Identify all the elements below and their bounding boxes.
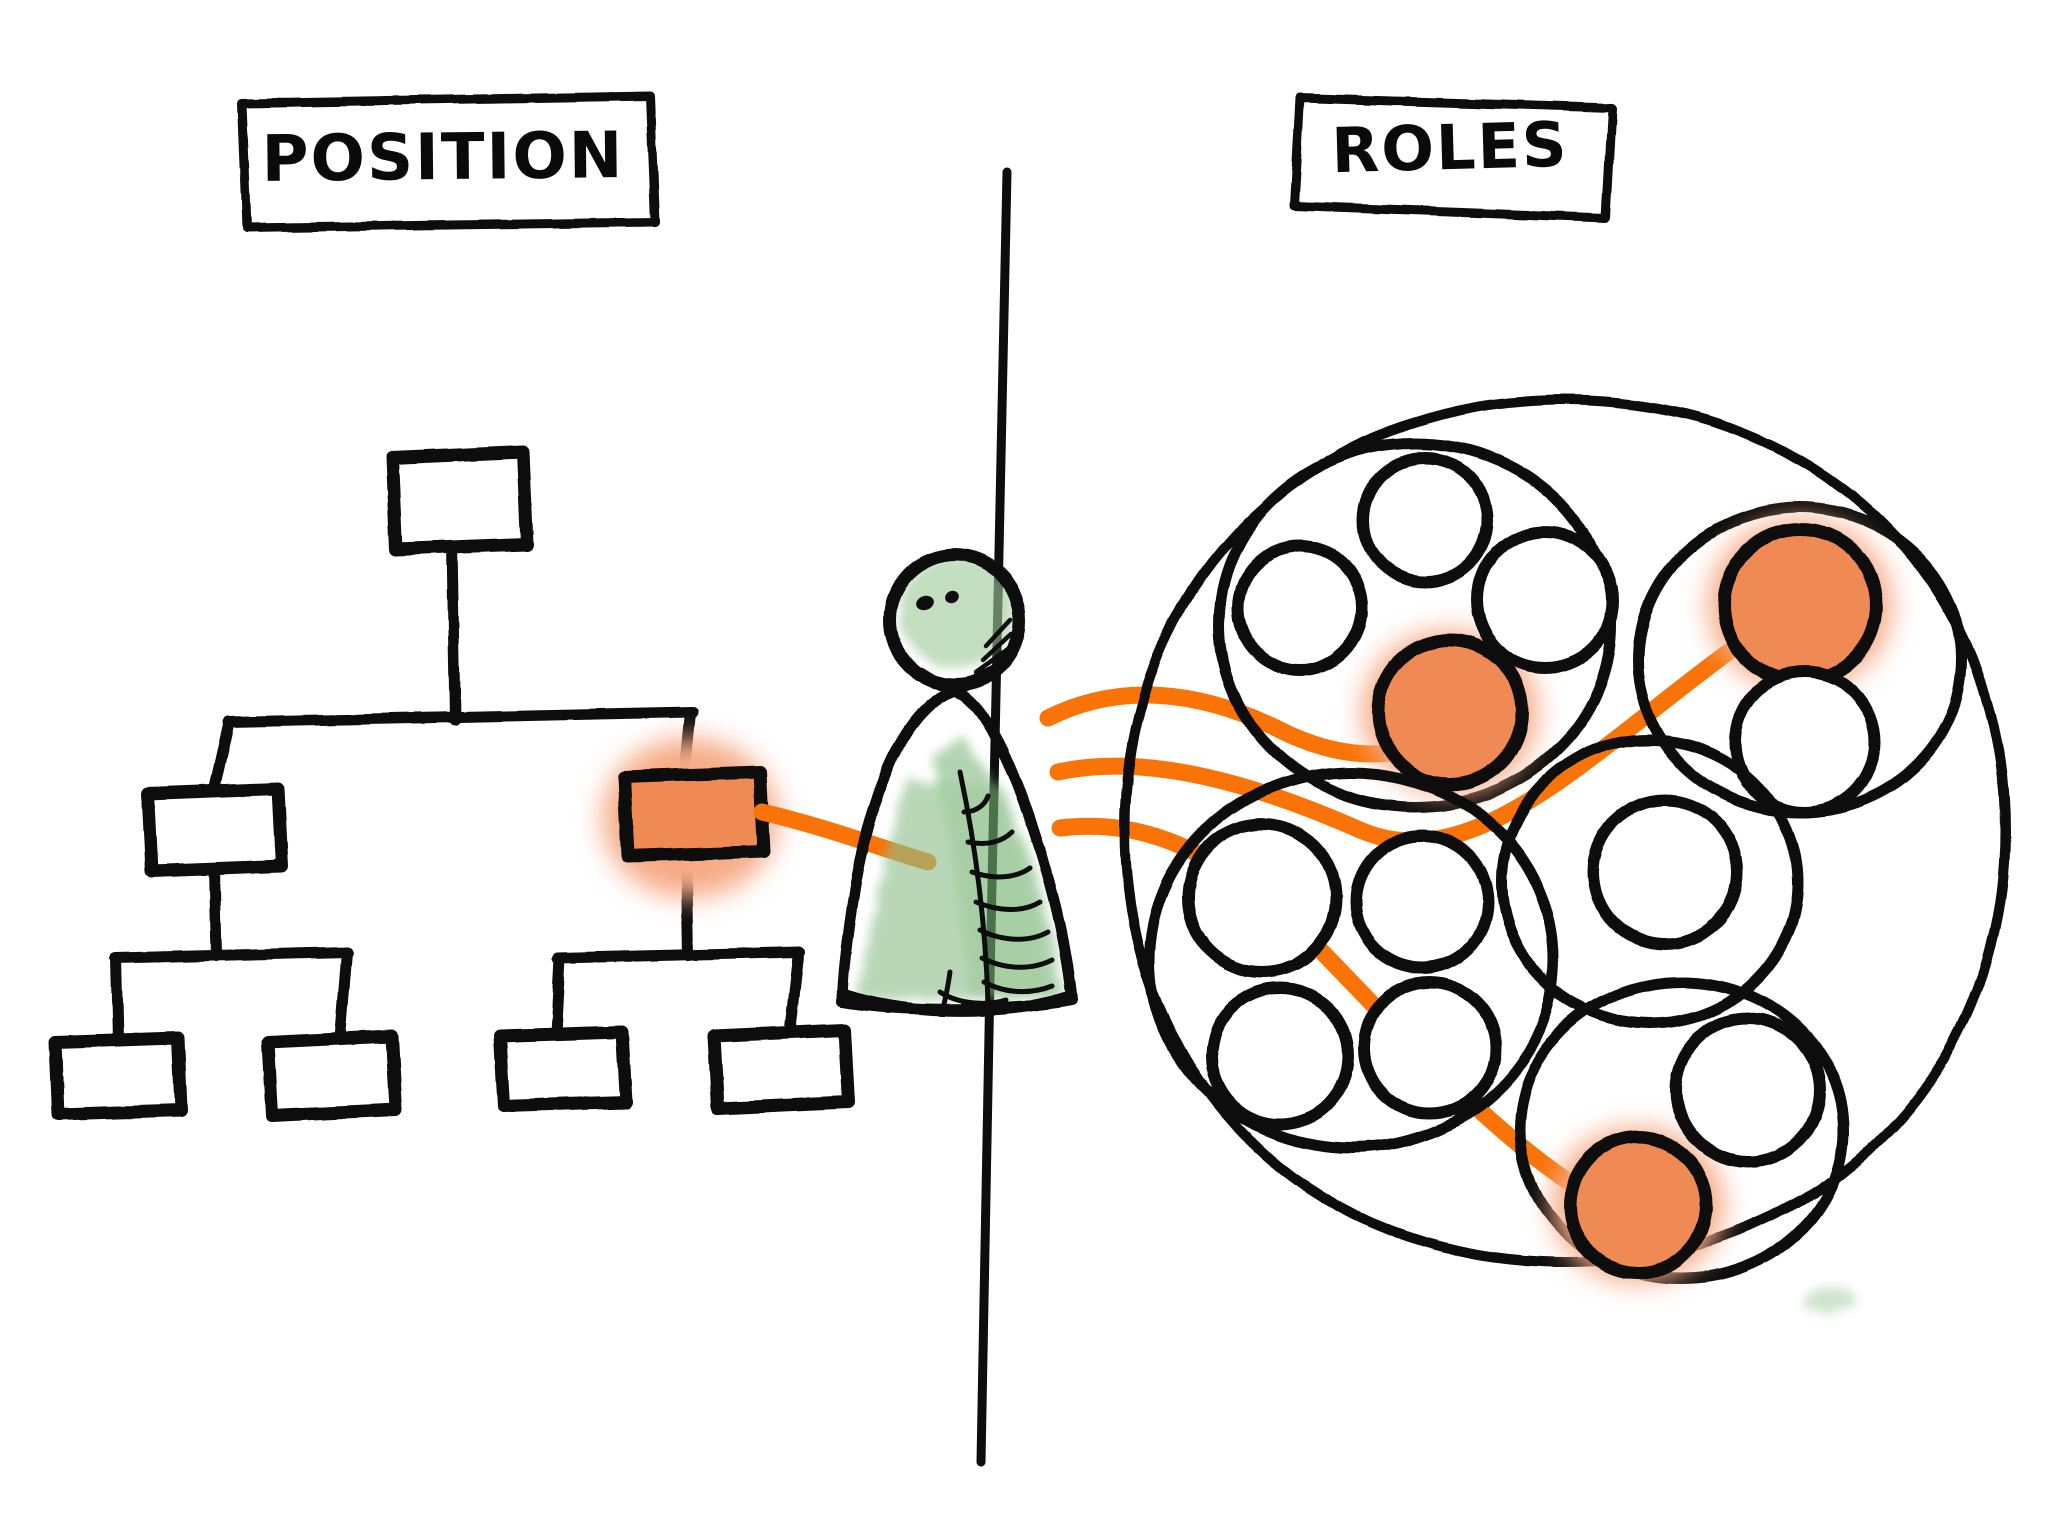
label-position: POSITION [261, 119, 625, 197]
label-box-roles-frame [1289, 93, 1617, 223]
org-box-level3-a [48, 1031, 188, 1121]
person-eyes [916, 590, 959, 611]
role-circle [1206, 982, 1354, 1130]
person-figure [836, 548, 1078, 1017]
role-group-middle-right [1496, 734, 1804, 1030]
role-circle [1729, 666, 1881, 818]
org-box-level3-b [261, 1029, 403, 1123]
org-box-level2-left [141, 782, 289, 878]
org-box-level3-d [707, 1023, 855, 1115]
org-box-level2-right-highlighted [617, 765, 771, 863]
role-circle [1350, 830, 1494, 974]
role-circle [1357, 452, 1493, 588]
label-box-position-frame [237, 91, 660, 233]
role-group-top-left [1213, 437, 1619, 813]
role-group-bottom-left [1144, 766, 1560, 1154]
role-circle [1232, 540, 1368, 676]
role-circle [1471, 526, 1619, 674]
role-circle [1358, 976, 1502, 1120]
label-roles: ROLES [1330, 107, 1570, 187]
connector-role-2 [1049, 619, 1771, 850]
stray-green-mark [1804, 1287, 1856, 1313]
role-circle-filled [1371, 633, 1529, 791]
org-box-root [385, 445, 534, 556]
role-circle-filled [1717, 522, 1883, 688]
role-group-bottom-right [1514, 976, 1850, 1284]
org-chart-boxes [48, 445, 855, 1123]
role-circle [1182, 818, 1342, 978]
role-circle-filled [1563, 1130, 1713, 1280]
roles-universe [1119, 394, 2011, 1313]
role-group-top-right [1632, 502, 1968, 818]
role-circle [1587, 794, 1743, 950]
person-head-hatching [919, 617, 1014, 688]
person-body-hatching [937, 769, 1055, 1007]
role-circle [1670, 1012, 1826, 1168]
org-box-level3-c [493, 1025, 633, 1113]
